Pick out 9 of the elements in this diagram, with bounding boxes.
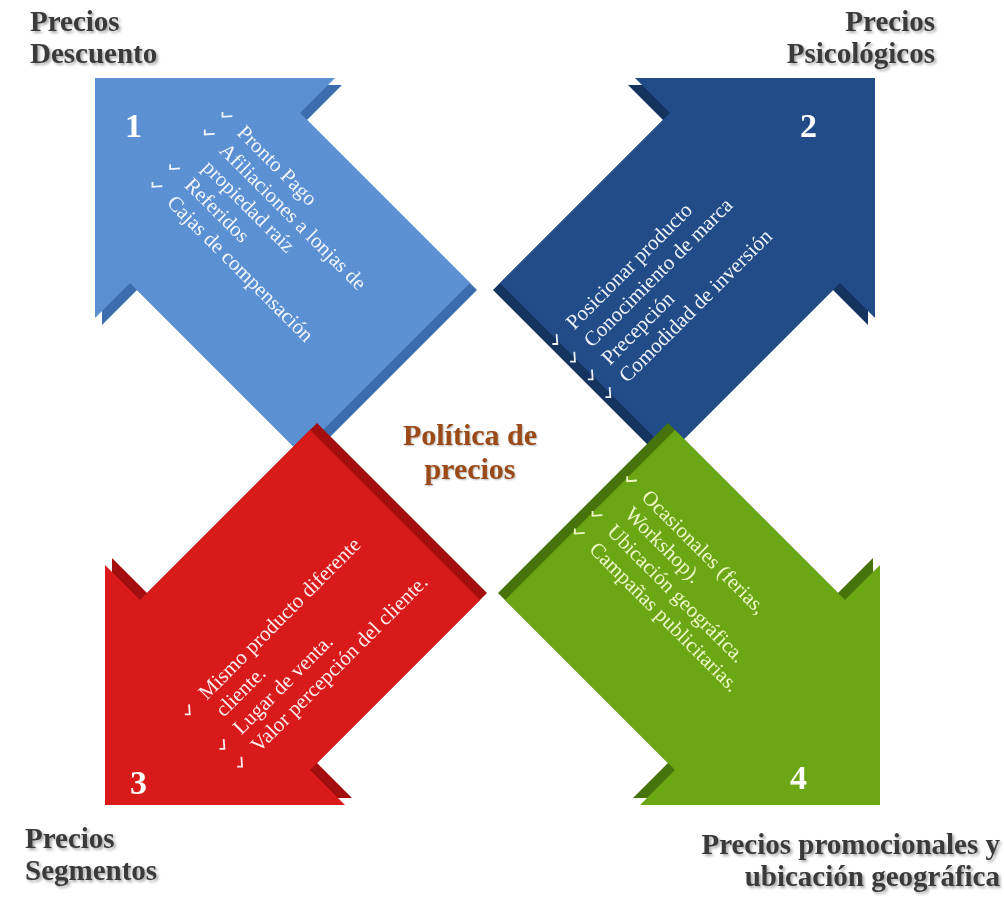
arrow-heading: Precios Psicológicos: [785, 5, 935, 69]
step-number: 1: [125, 108, 142, 144]
arrow-heading: Precios Segmentos: [25, 822, 159, 886]
step-number: 2: [800, 108, 817, 144]
step-number: 3: [130, 765, 147, 801]
center-title: Política de precios: [401, 418, 539, 486]
arrow-heading: Precios promocionales y ubicación geográfica: [700, 828, 1000, 892]
arrow-heading: Precios Descuento: [30, 5, 159, 69]
step-number: 4: [790, 760, 807, 796]
